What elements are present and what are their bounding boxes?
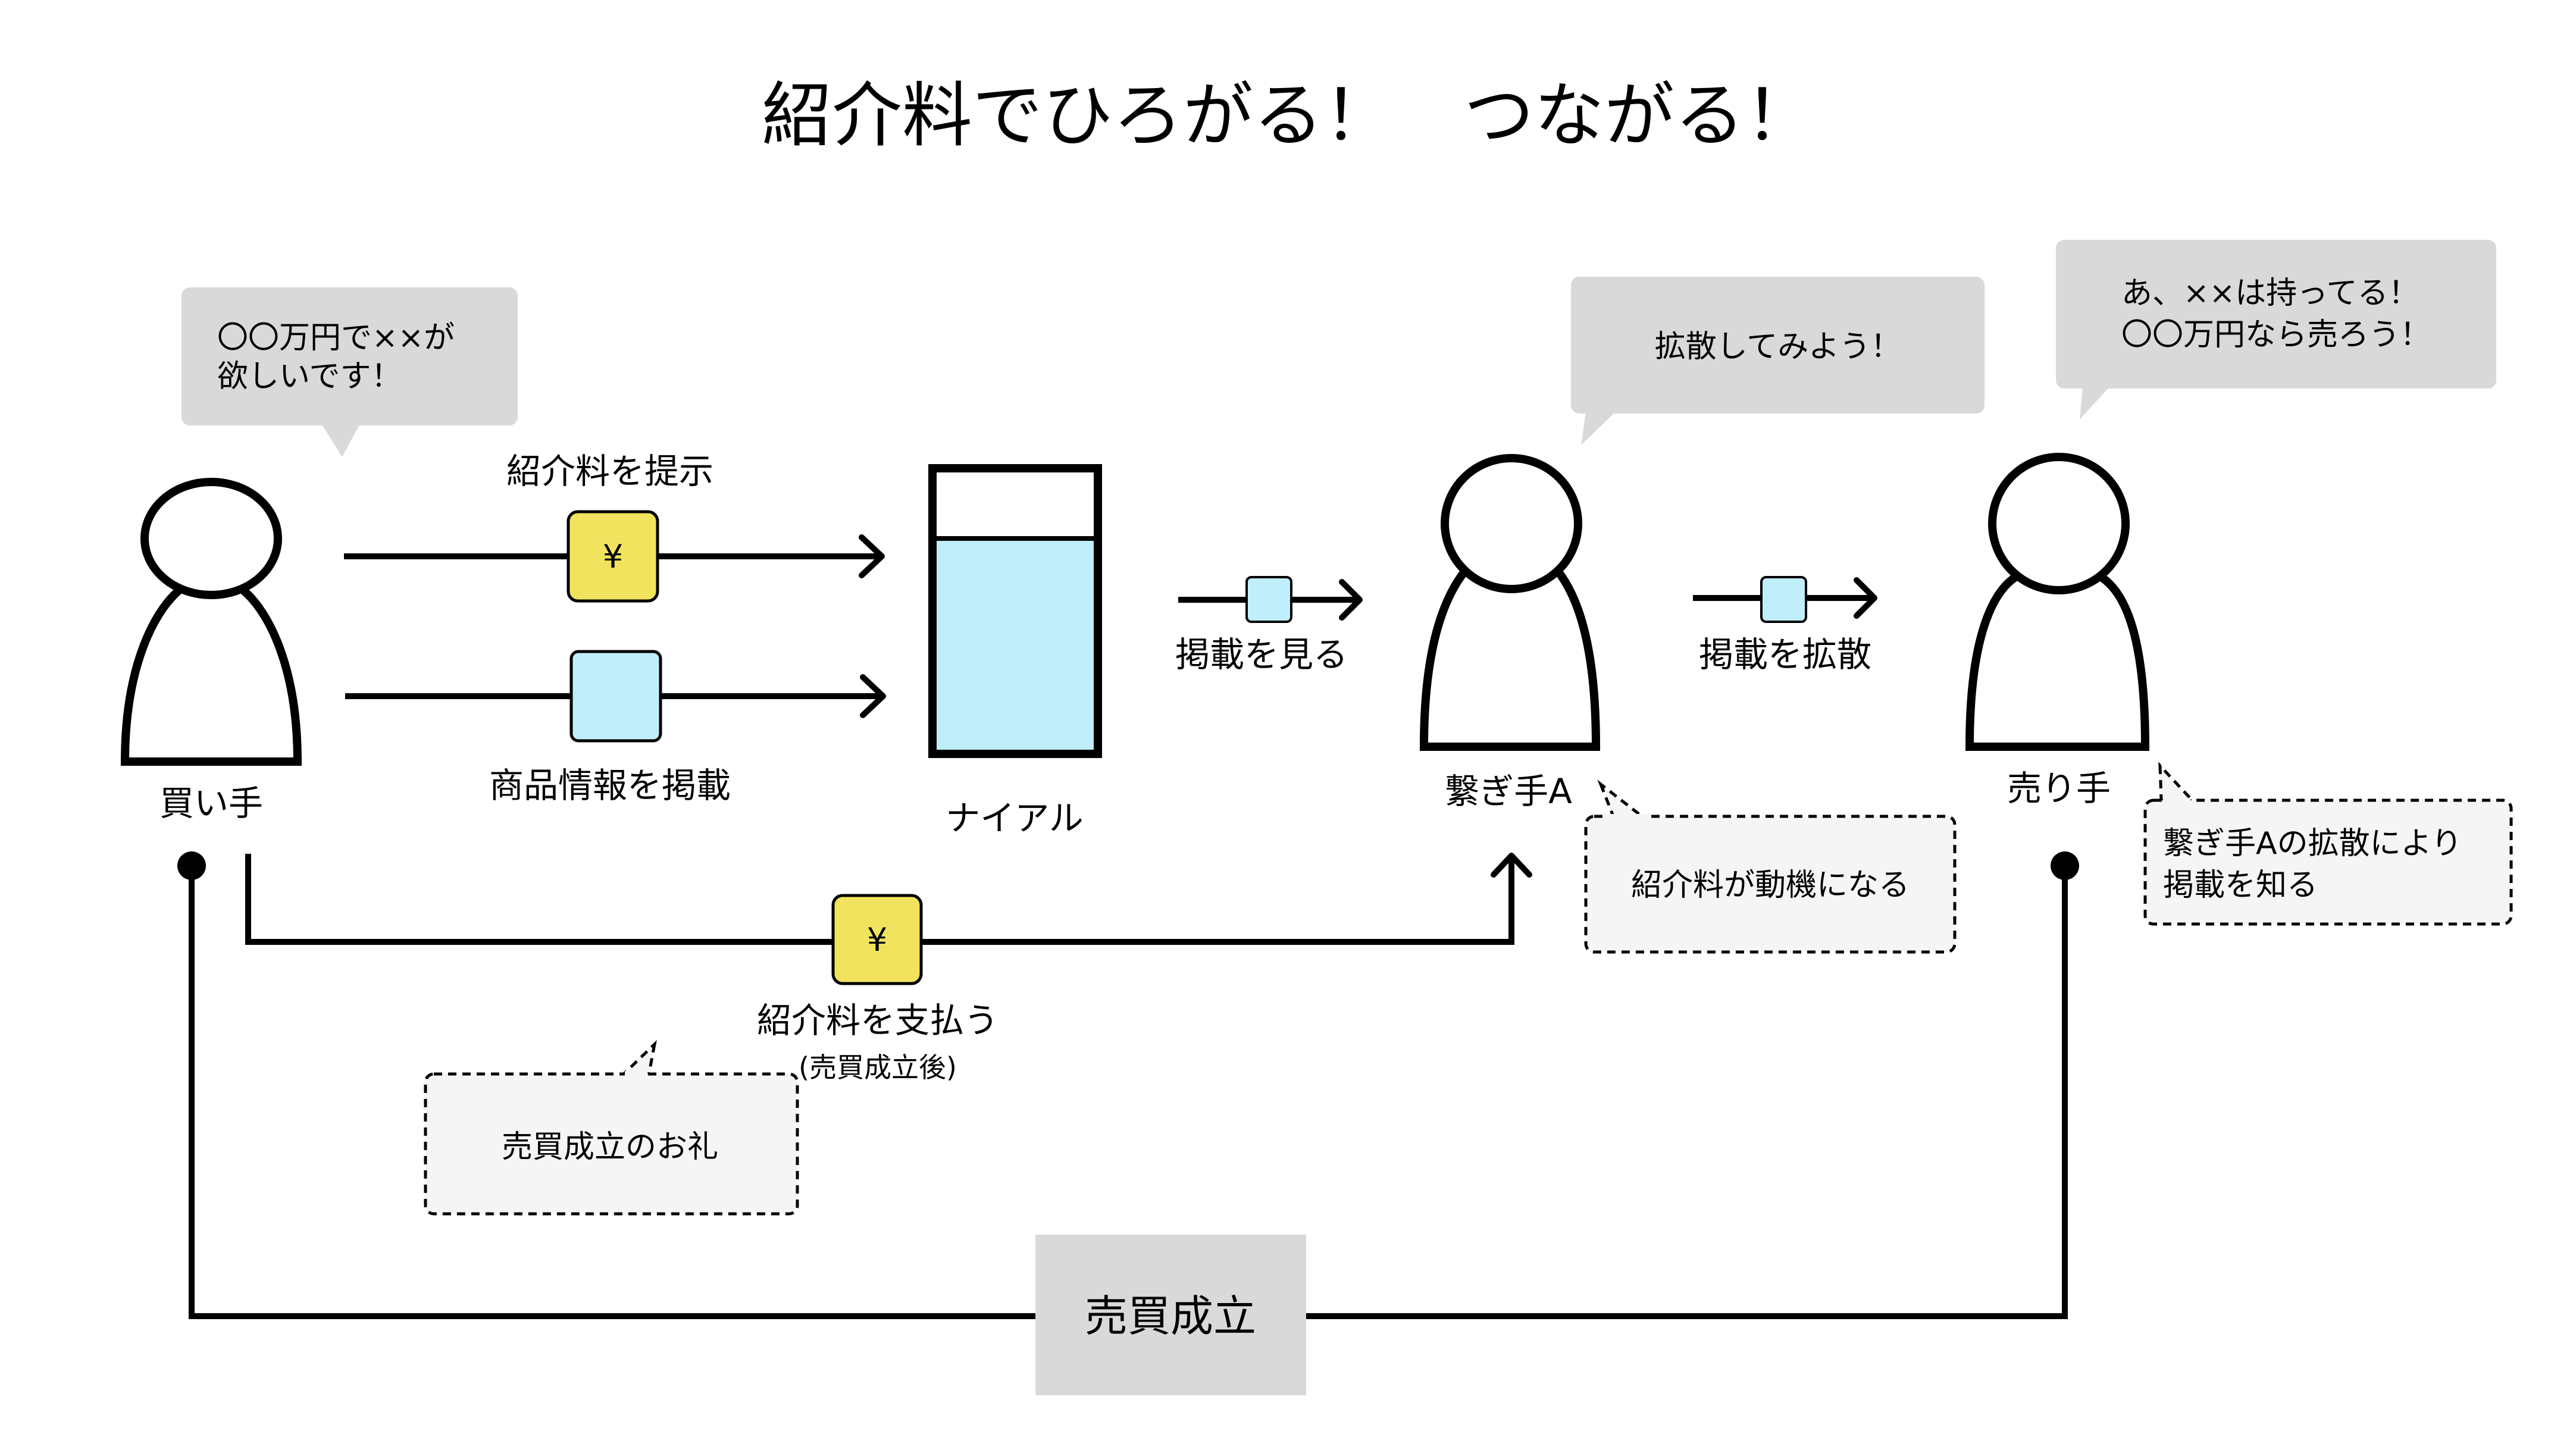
seller-person-icon	[1965, 453, 2150, 751]
seller-learns-note-line-2: 掲載を知る	[2163, 868, 2318, 903]
sale-completed-box: 売買成立	[1035, 1235, 1306, 1395]
seller-bubble-line-2: 〇〇万円なら売ろう！	[2121, 317, 2431, 353]
pay-fee-sublabel: (売買成立後)	[799, 1051, 957, 1084]
thanks-note-text: 売買成立のお礼	[502, 1129, 718, 1165]
connector-speech-bubble: 拡散してみよう！	[1571, 277, 1985, 445]
view-listing-label: 掲載を見る	[1175, 634, 1348, 675]
connector-person-icon	[1419, 454, 1601, 751]
yen-token-icon: ¥	[566, 510, 659, 603]
buyer-bubble-line-1: 〇〇万円で××が	[217, 320, 455, 356]
seller-learns-note-line-1: 繋ぎ手Aの拡散により	[2163, 826, 2462, 862]
platform-label: ナイアル	[946, 798, 1083, 838]
buyer-bubble-line-2: 欲しいです！	[217, 359, 402, 394]
thanks-note: 売買成立のお礼	[424, 1039, 799, 1216]
seller-bubble-line-1: あ、××は持ってる！	[2121, 275, 2420, 311]
present-fee-label: 紹介料を提示	[506, 451, 713, 491]
page-title: 紹介料でひろがる！ つながる！	[762, 74, 1815, 156]
platform-container-icon	[928, 464, 1102, 758]
sale-completed-label: 売買成立	[1085, 1291, 1256, 1341]
buyer-person-icon	[120, 478, 302, 766]
motivation-note-text: 紹介料が動機になる	[1631, 868, 1910, 903]
listing-token-icon	[569, 650, 662, 743]
svg-text:¥: ¥	[603, 538, 623, 575]
spread-listing-arrow	[1693, 576, 1877, 623]
seller-label: 売り手	[2007, 768, 2111, 809]
connector-bubble-line-1: 拡散してみよう！	[1655, 329, 1901, 365]
yen-token-icon-payment: ¥	[831, 894, 923, 985]
buyer-label: 買い手	[159, 783, 263, 823]
buyer-speech-bubble: 〇〇万円で××が 欲しいです！	[181, 287, 518, 457]
motivation-note: 紹介料が動機になる	[1584, 779, 1957, 954]
seller-speech-bubble: あ、××は持ってる！ 〇〇万円なら売ろう！	[2056, 240, 2496, 419]
connector-label: 繋ぎ手A	[1445, 771, 1572, 812]
view-listing-arrow	[1178, 576, 1363, 623]
post-listing-label: 商品情報を掲載	[489, 765, 731, 806]
seller-learns-note: 繋ぎ手Aの拡散により 掲載を知る	[2143, 762, 2513, 926]
spread-listing-label: 掲載を拡散	[1699, 634, 1871, 675]
pay-fee-label: 紹介料を支払う	[757, 1000, 999, 1041]
svg-text:¥: ¥	[867, 921, 887, 959]
